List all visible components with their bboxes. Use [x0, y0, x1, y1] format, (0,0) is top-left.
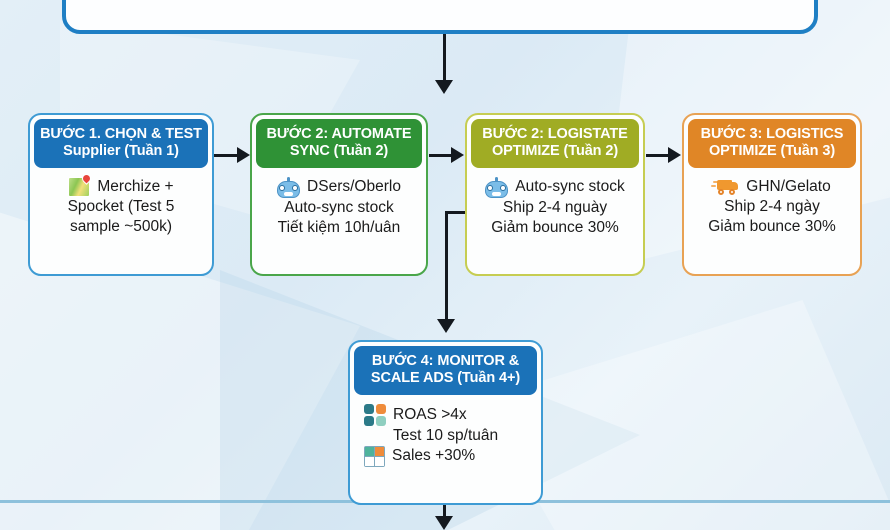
step-card-3[interactable]: BƯỚC 2: LOGISTATE OPTIMIZE (Tuần 2) Auto…: [465, 113, 645, 276]
step-card-3-header: BƯỚC 2: LOGISTATE OPTIMIZE (Tuần 2): [471, 119, 639, 168]
step-card-1-header: BƯỚC 1. CHỌN & TEST Supplier (Tuần 1): [34, 119, 208, 168]
step-card-4-header-line2: OPTIMIZE (Tuần 3): [708, 142, 836, 159]
step-card-3-body: Auto-sync stock Ship 2-4 nguày Giảm boun…: [471, 168, 639, 270]
step-card-3-line-3: Giảm bounce 30%: [491, 218, 619, 236]
step-card-3-header-line2: OPTIMIZE (Tuần 2): [491, 142, 619, 159]
step-card-5-header: BƯỚC 4: MONITOR & SCALE ADS (Tuần 4+): [354, 346, 537, 395]
step-card-4-body: GHN/Gelato Ship 2-4 ngày Giảm bounce 30%: [688, 168, 856, 270]
step-card-4-first-line: GHN/Gelato: [694, 177, 850, 197]
connector-elbow-horizontal: [445, 211, 467, 214]
step-card-5-line-1: ROAS >4x: [393, 405, 467, 423]
map-pin-icon: [68, 171, 94, 197]
step-card-1-header-line1: BƯỚC 1. CHỌN & TEST: [40, 126, 202, 142]
step-card-1-line-3: sample ~500k): [69, 217, 173, 235]
step-card-3-first-line: Auto-sync stock: [477, 176, 633, 198]
step-card-2-line-2: Auto-sync stock: [284, 198, 394, 216]
connector-step2-step3: [429, 154, 452, 157]
connector-top-arrowhead: [435, 80, 453, 94]
step-card-1-first-line: Merchize +: [40, 171, 202, 197]
step-card-4-header-line1: BƯỚC 3: LOGISTICS: [700, 126, 844, 142]
step-card-4-header: BƯỚC 3: LOGISTICS OPTIMIZE (Tuần 3): [688, 119, 856, 168]
step-card-5-body: ROAS >4x Test 10 sp/tuân Sales +30%: [354, 395, 537, 499]
step-card-4-line-1: GHN/Gelato: [746, 177, 831, 195]
step-card-1-body: Merchize + Spocket (Test 5 sample ~500k): [34, 168, 208, 270]
step-card-3-line-2: Ship 2-4 nguày: [502, 198, 608, 216]
connector-elbow-arrowhead: [437, 319, 455, 333]
connector-elbow-vertical: [445, 211, 448, 321]
delivery-truck-icon: [711, 178, 739, 196]
step-card-5-line-2: Test 10 sp/tuân: [393, 426, 499, 444]
step-card-3-header-line1: BƯỚC 2: LOGISTATE: [482, 126, 628, 142]
step-card-5-line-3: Sales +30%: [392, 447, 476, 465]
step-card-4[interactable]: BƯỚC 3: LOGISTICS OPTIMIZE (Tuần 3) GHN/…: [682, 113, 862, 276]
robot-icon: [277, 176, 301, 198]
connector-step3-step4-arrowhead: [668, 147, 681, 163]
step-card-2-line-1: DSers/Oberlo: [307, 178, 401, 196]
connector-bottom-vertical: [443, 505, 446, 519]
step-card-2-body: DSers/Oberlo Auto-sync stock Tiết kiệm 1…: [256, 168, 422, 270]
connector-bottom-arrowhead: [435, 516, 453, 530]
connector-step1-step2: [214, 154, 238, 157]
quad-squares-icon: [364, 403, 386, 426]
step-card-2-header-line2: SYNC (Tuần 2): [289, 142, 389, 159]
step-card-1-header-line2: Supplier (Tuần 1): [63, 142, 179, 159]
top-container-box: [62, 0, 818, 34]
step-card-5-third-line: Sales +30%: [364, 445, 531, 467]
step-card-5-header-line2: SCALE ADS (Tuần 4+): [370, 369, 521, 386]
step-card-2-first-line: DSers/Oberlo: [262, 176, 416, 198]
step-card-2-header: BƯỚC 2: AUTOMATE SYNC (Tuần 2): [256, 119, 422, 168]
step-card-2-header-line1: BƯỚC 2: AUTOMATE: [266, 126, 412, 142]
step-card-5-header-line1: BƯỚC 4: MONITOR &: [371, 353, 520, 369]
grid-squares-icon: [364, 445, 385, 467]
connector-top-vertical: [443, 34, 446, 82]
step-card-5-first-line: ROAS >4x: [364, 403, 531, 426]
robot-icon: [485, 176, 509, 198]
step-card-5[interactable]: BƯỚC 4: MONITOR & SCALE ADS (Tuần 4+) RO…: [348, 340, 543, 505]
connector-step2-step3-arrowhead: [451, 147, 464, 163]
connector-step1-step2-arrowhead: [237, 147, 250, 163]
step-card-1-line-1: Merchize +: [97, 177, 174, 195]
step-card-1-line-2: Spocket (Test 5: [67, 197, 175, 215]
step-card-3-line-1: Auto-sync stock: [515, 178, 625, 196]
connector-step3-step4: [646, 154, 669, 157]
step-card-2-line-3: Tiết kiệm 10h/uân: [277, 218, 401, 236]
step-card-4-line-3: Giảm bounce 30%: [708, 217, 836, 235]
step-card-2[interactable]: BƯỚC 2: AUTOMATE SYNC (Tuần 2) DSers/Obe…: [250, 113, 428, 276]
step-card-1[interactable]: BƯỚC 1. CHỌN & TEST Supplier (Tuần 1) Me…: [28, 113, 214, 276]
step-card-4-line-2: Ship 2-4 ngày: [724, 197, 820, 215]
